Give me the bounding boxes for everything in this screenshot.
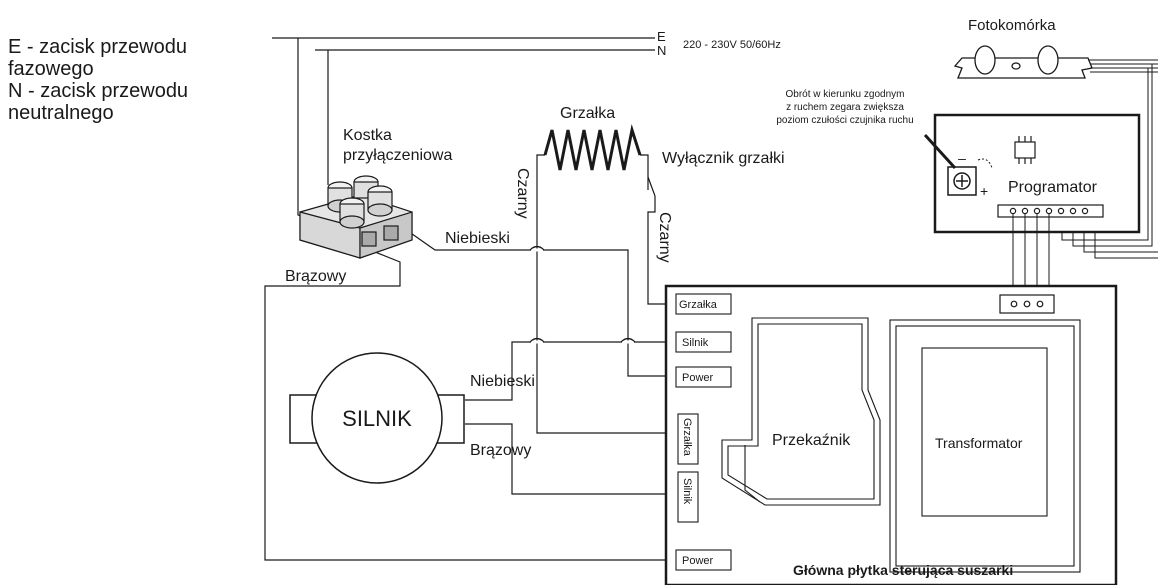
terminal-block bbox=[299, 175, 413, 259]
legend-line-2: fazowego bbox=[8, 58, 94, 80]
wire-brown-main bbox=[264, 247, 678, 561]
transformer bbox=[889, 319, 1081, 573]
wire-blue-main bbox=[394, 221, 678, 377]
heater-switch-lever bbox=[647, 176, 656, 197]
programmer-note-1: Obrót w kierunku zgodnym bbox=[786, 89, 905, 100]
transformer-label: Transformator bbox=[935, 435, 1023, 451]
note-pointer bbox=[923, 133, 957, 170]
wire-motor-brown bbox=[465, 423, 678, 495]
photocell-label: Fotokomórka bbox=[968, 17, 1056, 34]
legend-line-3: N - zacisk przewodu bbox=[8, 80, 189, 102]
board-connectors bbox=[675, 293, 732, 571]
programmer-connector bbox=[997, 204, 1104, 218]
wire-label-brown-1: Brązowy bbox=[285, 268, 346, 285]
wire-black-heater-left bbox=[536, 154, 678, 434]
wire-e-drop bbox=[297, 38, 319, 223]
motor-label: SILNIK bbox=[342, 406, 412, 431]
potentiometer-icon[interactable] bbox=[947, 166, 977, 196]
wire-label-black-1: Czarny bbox=[514, 168, 531, 219]
rotation-arrow-icon bbox=[977, 158, 993, 169]
board-connector-top bbox=[999, 294, 1055, 314]
potentiometer-plus: + bbox=[980, 183, 988, 199]
wire-motor-blue bbox=[465, 341, 678, 401]
heater-label: Grzałka bbox=[560, 105, 615, 122]
board-title: Główna płytka sterująca suszarki bbox=[793, 562, 1013, 578]
legend: E - zacisk przewodu fazowego N - zacisk … bbox=[8, 36, 188, 124]
connector-power-1: Power bbox=[682, 372, 714, 384]
legend-line-4: neutralnego bbox=[8, 102, 114, 124]
terminal-block-label-1: Kostka bbox=[343, 127, 392, 144]
relay-label: Przekaźnik bbox=[772, 432, 851, 449]
connector-grzalka-2: Grzałka bbox=[681, 418, 693, 457]
programmer-label: Programator bbox=[1008, 179, 1098, 196]
programmer-note-3: poziom czułości czujnika ruchu bbox=[776, 115, 913, 126]
legend-line-1: E - zacisk przewodu bbox=[8, 36, 187, 58]
relay bbox=[721, 317, 881, 506]
heater-resistor bbox=[543, 124, 642, 171]
photocell bbox=[953, 45, 1093, 79]
supply-n-label: N bbox=[657, 43, 666, 58]
main-board bbox=[664, 284, 1118, 585]
wire-black-switch bbox=[647, 196, 678, 305]
supply-e-label: E bbox=[657, 29, 666, 44]
heater-switch-label: Wyłącznik grzałki bbox=[662, 150, 785, 167]
wire-label-blue-1: Niebieski bbox=[445, 230, 510, 247]
wire-label-black-2: Czarny bbox=[656, 212, 673, 263]
supply-voltage-label: 220 - 230V 50/60Hz bbox=[683, 39, 781, 51]
connector-silnik-2: Silnik bbox=[681, 478, 693, 505]
connector-silnik-1: Silnik bbox=[682, 337, 709, 349]
potentiometer-minus: – bbox=[958, 150, 966, 166]
wire-label-blue-2: Niebieski bbox=[470, 373, 535, 390]
connector-power-2: Power bbox=[682, 555, 714, 567]
connector-grzalka-1: Grzałka bbox=[679, 299, 718, 311]
motor bbox=[289, 352, 465, 484]
wire-black-heater-right bbox=[640, 154, 649, 190]
terminal-block-label-2: przyłączeniowa bbox=[343, 147, 452, 164]
wire-label-brown-2: Brązowy bbox=[470, 442, 531, 459]
chip-icon bbox=[1014, 136, 1036, 164]
programmer-note-2: z ruchem zegara zwiększa bbox=[786, 102, 904, 113]
